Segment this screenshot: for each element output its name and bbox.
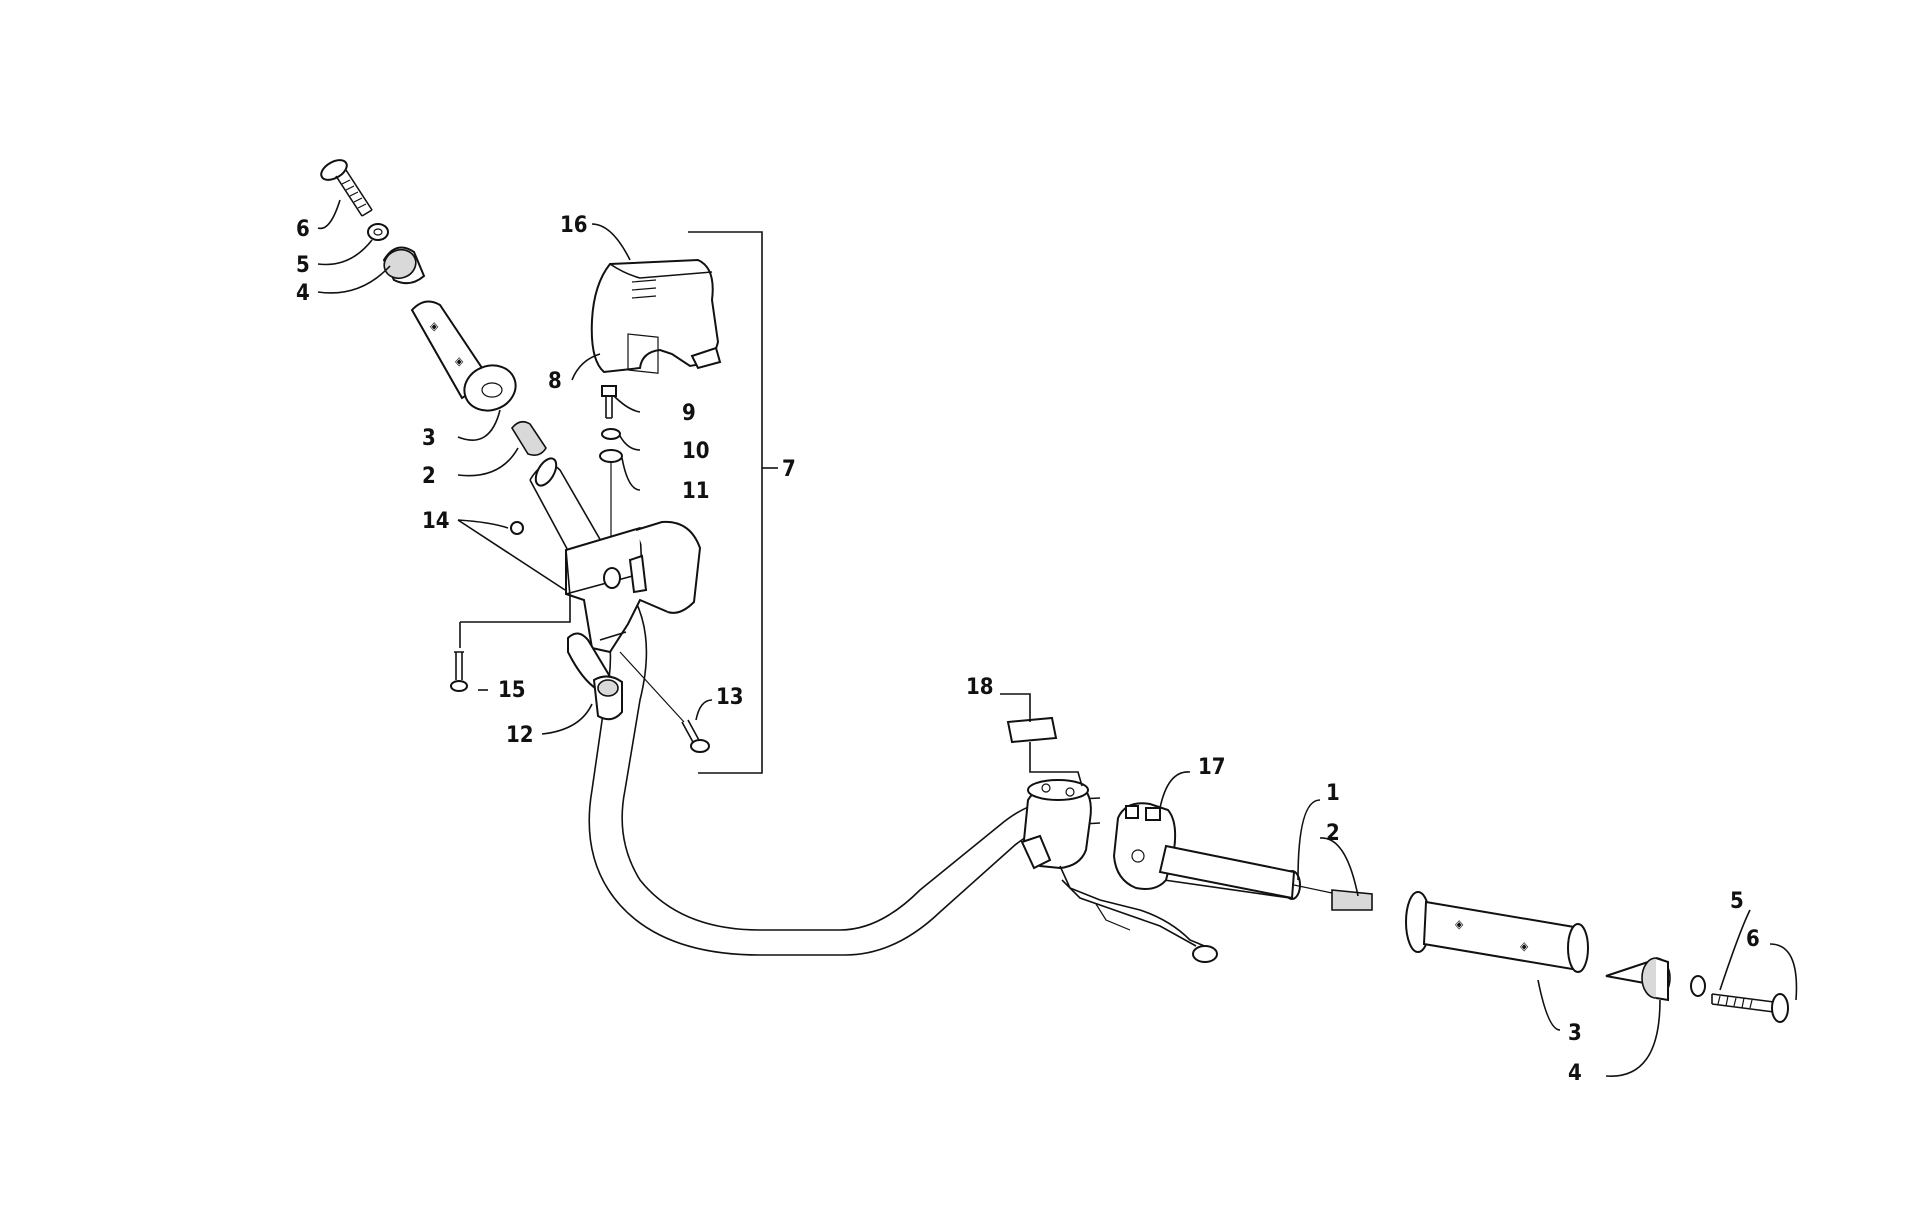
- callout-label: 1: [1326, 781, 1340, 806]
- callout-label: 16: [560, 213, 588, 238]
- master-cylinder-icon: [1020, 779, 1218, 963]
- switch-housing-icon: [1112, 802, 1177, 890]
- callout-label: 12: [506, 723, 534, 748]
- callout-labels: 6 5 4 3 2 14 15 12 13 16 8 9 10 11 7 18 …: [296, 213, 1760, 1086]
- end-cap-icon: [1605, 957, 1671, 1002]
- callout-label: 4: [1568, 1061, 1582, 1086]
- callout-label: 17: [1198, 755, 1226, 780]
- callout-label: 10: [682, 439, 710, 464]
- callout-label: 6: [1746, 927, 1760, 952]
- grip-icon: ◈ ◈: [410, 300, 517, 412]
- callout-label: 5: [296, 253, 310, 278]
- callout-label: 14: [422, 509, 450, 534]
- sleeve-icon: [1331, 889, 1373, 911]
- svg-text:◈: ◈: [1455, 917, 1464, 931]
- callout-label: 18: [966, 675, 994, 700]
- callout-label: 5: [1730, 889, 1744, 914]
- housing-icon: [565, 520, 702, 654]
- callout-label: 8: [548, 369, 562, 394]
- sleeve-icon: [511, 420, 547, 456]
- handlebar-end-icon: [1158, 844, 1296, 900]
- washer-icon: [1690, 975, 1706, 997]
- washer-icon: [601, 428, 621, 440]
- end-cap-icon: [382, 246, 426, 285]
- svg-text:◈: ◈: [1520, 939, 1529, 953]
- grip-icon: ◈ ◈: [1405, 891, 1589, 973]
- screw-icon: [601, 385, 617, 419]
- throttle-housing-assembly: [450, 258, 722, 753]
- callout-label: 7: [782, 457, 796, 482]
- callout-label: 2: [422, 464, 436, 489]
- brake-control-assembly: ◈ ◈: [1006, 716, 1789, 1023]
- callout-label: 3: [422, 426, 436, 451]
- callout-label: 13: [716, 685, 744, 710]
- cover-icon: [590, 258, 722, 374]
- set-screw-icon: [510, 521, 524, 535]
- callout-label: 9: [682, 401, 696, 426]
- left-grip-assembly: ◈ ◈: [320, 159, 547, 456]
- callout-label: 6: [296, 217, 310, 242]
- screw-icon: [450, 651, 468, 692]
- callout-label: 4: [296, 281, 310, 306]
- svg-text:◈: ◈: [455, 354, 464, 368]
- callout-label: 3: [1568, 1021, 1582, 1046]
- callout-label: 2: [1326, 821, 1340, 846]
- leader-lines: [317, 199, 1798, 1077]
- bolt-icon: [320, 159, 373, 217]
- washer-icon: [367, 223, 389, 241]
- svg-text:◈: ◈: [430, 319, 439, 333]
- washer-icon: [599, 449, 623, 463]
- decal-icon: [1006, 716, 1058, 744]
- callout-label: 15: [498, 678, 526, 703]
- throttle-lever-icon: [567, 632, 623, 721]
- screw-icon: [619, 651, 710, 753]
- bolt-icon: [1711, 993, 1789, 1023]
- callout-label: 11: [682, 479, 710, 504]
